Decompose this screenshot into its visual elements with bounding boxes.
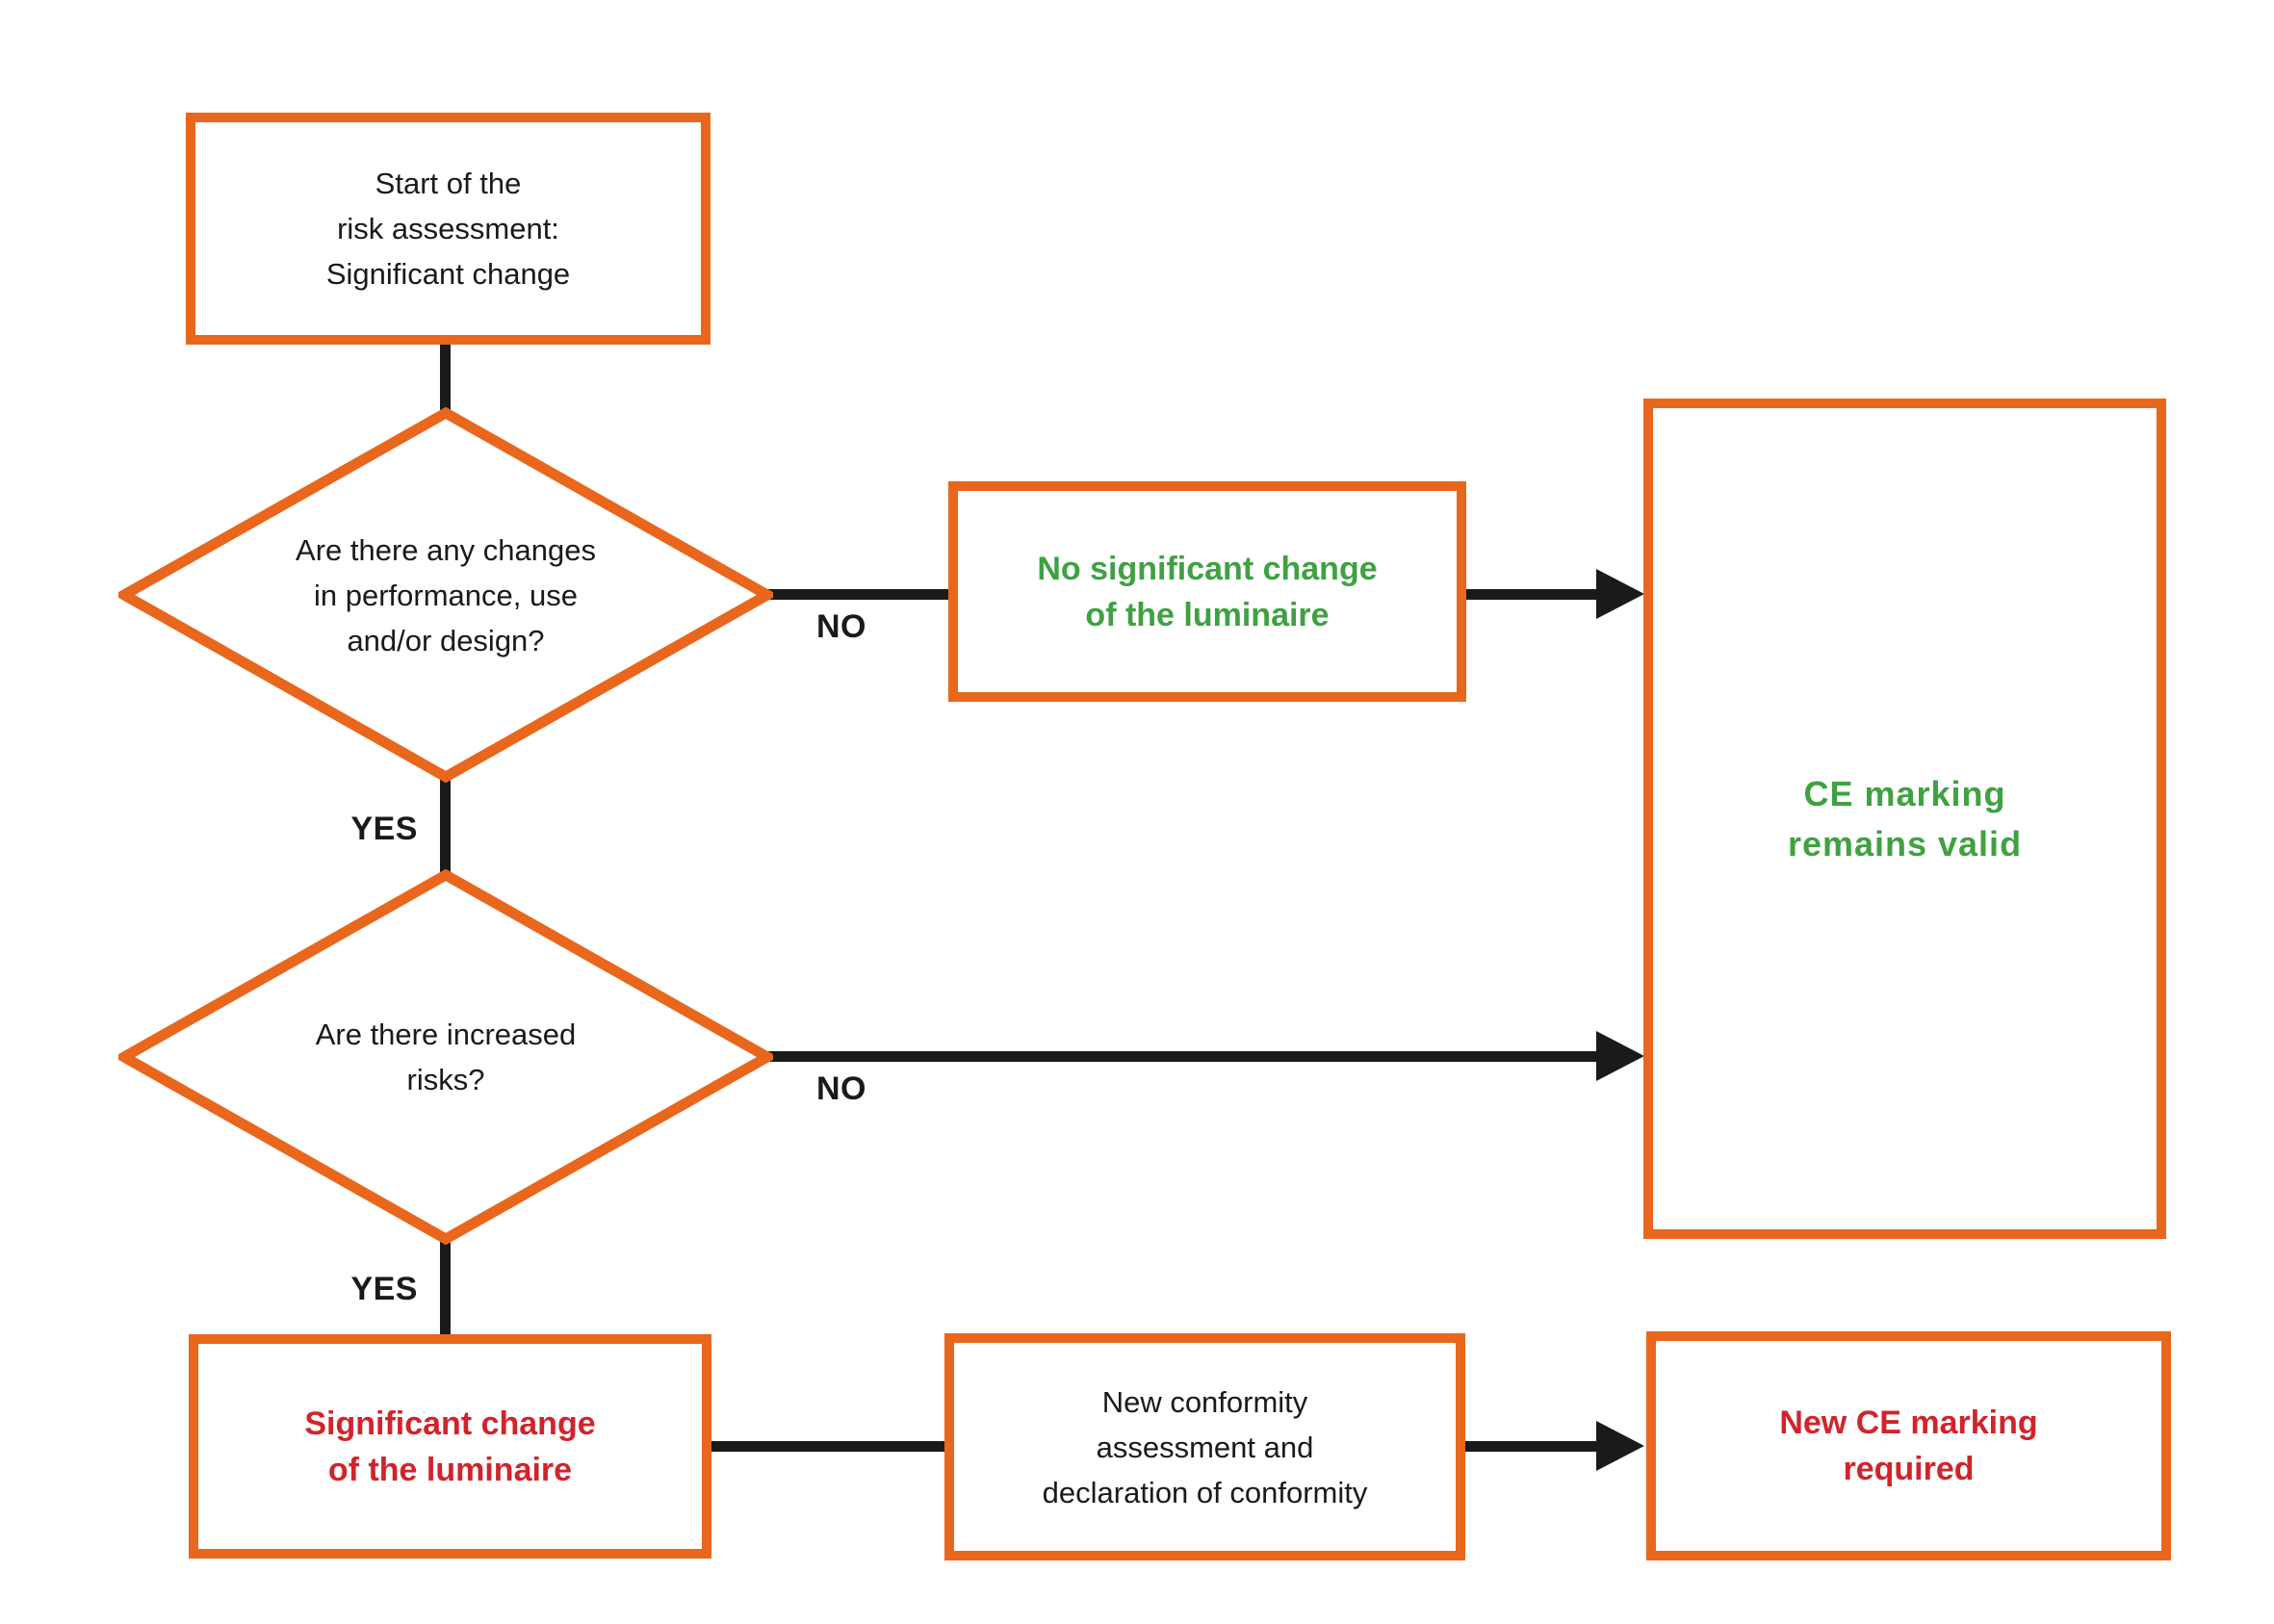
- edge-start-to-q-changes: [440, 339, 451, 414]
- node-significant-change: Significant change of the luminaire: [189, 1334, 711, 1559]
- node-no-significant-change-label: No significant change of the luminaire: [1037, 550, 1378, 633]
- arrowhead-to-newce: [1596, 1421, 1644, 1471]
- node-new-conformity-label: New conformity assessment and declaratio…: [1042, 1384, 1368, 1509]
- arrowhead-to-cevalid-bottom: [1596, 1031, 1644, 1081]
- edge-q-changes-yes: [440, 775, 451, 874]
- decision-q-risks: Are there increased risks?: [157, 889, 735, 1225]
- arrowhead-to-cevalid-top: [1596, 569, 1644, 619]
- node-no-significant-change: No significant change of the luminaire: [948, 481, 1466, 702]
- decision-q-risks-shape: [118, 869, 773, 1245]
- edge-q-risks-yes: [440, 1237, 451, 1339]
- edge-label-no-1: NO: [816, 608, 866, 645]
- edge-nosig-to-cevalid: [1461, 589, 1601, 600]
- decision-q-changes-label: Are there any changes in performance, us…: [296, 532, 596, 657]
- edge-q-risks-no: [765, 1051, 1601, 1062]
- diamond-outline-q-risks: [118, 869, 773, 1245]
- edge-q-changes-no: [765, 589, 953, 600]
- edge-label-yes-1: YES: [350, 811, 418, 847]
- node-new-ce-marking: New CE marking required: [1646, 1331, 2171, 1560]
- decision-q-changes-shape: [118, 407, 773, 783]
- node-ce-marking-valid-label: CE marking remains valid: [1787, 773, 2023, 864]
- node-start: Start of the risk assessment: Significan…: [186, 113, 711, 345]
- edge-label-no-2: NO: [816, 1070, 866, 1107]
- node-new-conformity: New conformity assessment and declaratio…: [944, 1333, 1465, 1560]
- diamond-outline-q-changes: [118, 407, 773, 783]
- edge-sig-to-conformity: [708, 1441, 948, 1452]
- edge-conformity-to-newce: [1461, 1441, 1601, 1452]
- node-significant-change-label: Significant change of the luminaire: [304, 1405, 596, 1488]
- node-new-ce-marking-label: New CE marking required: [1779, 1405, 2038, 1487]
- decision-q-risks-label: Are there increased risks?: [315, 1018, 577, 1096]
- decision-q-changes: Are there any changes in performance, us…: [157, 426, 735, 763]
- node-ce-marking-valid: CE marking remains valid: [1643, 399, 2166, 1239]
- node-start-label: Start of the risk assessment: Significan…: [325, 167, 571, 291]
- edge-label-yes-2: YES: [350, 1271, 418, 1307]
